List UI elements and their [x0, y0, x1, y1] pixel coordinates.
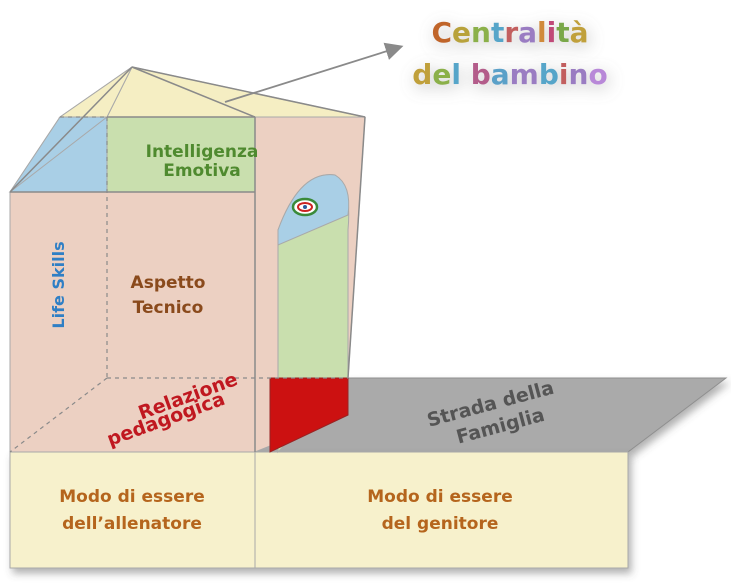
title-letter: à [570, 16, 589, 49]
label-technical-line2: Tecnico [133, 298, 204, 318]
label-coach-line2: dell’allenatore [62, 514, 202, 534]
title-letter: m [510, 58, 539, 91]
base-right [254, 451, 629, 569]
title-letter: b [539, 58, 559, 91]
title-letter: l [451, 58, 461, 91]
title-letter: b [471, 58, 491, 91]
title-letter: e [432, 58, 451, 91]
title-letter: t [556, 16, 569, 49]
label-intelligence-line1: Intelligenza [146, 142, 259, 162]
title-letter [461, 58, 471, 91]
arrow-to-title [224, 42, 404, 103]
base-block [9, 451, 629, 569]
title-letter: d [412, 58, 432, 91]
red-block [269, 377, 349, 453]
title-letter: t [491, 16, 504, 49]
label-intelligence-line2: Emotiva [163, 161, 241, 181]
label-life-skills: Life Skills [49, 241, 68, 328]
title-letter: a [518, 16, 537, 49]
hidden-edges [9, 116, 348, 453]
title-letter: l [537, 16, 547, 49]
label-parent-line1: Modo di essere [367, 487, 513, 507]
title-letter: r [504, 16, 518, 49]
title-letter: n [569, 58, 589, 91]
roof-edges [9, 66, 366, 452]
title-letter: o [588, 58, 607, 91]
title-letter: n [471, 16, 491, 49]
title-letter: i [559, 58, 569, 91]
label-coach-line1: Modo di essere [59, 487, 205, 507]
title-letter: e [452, 16, 471, 49]
title-letter: i [547, 16, 557, 49]
base-left [9, 451, 256, 569]
label-technical-line1: Aspetto [131, 273, 206, 293]
title-letter: a [491, 58, 510, 91]
title-letter: C [431, 16, 452, 49]
logo-icon [291, 197, 319, 217]
label-parent-line2: del genitore [382, 514, 499, 534]
cube-front-face [9, 191, 256, 453]
title-line2: del bambino [412, 58, 607, 91]
title-line1: Centralità [431, 16, 588, 49]
